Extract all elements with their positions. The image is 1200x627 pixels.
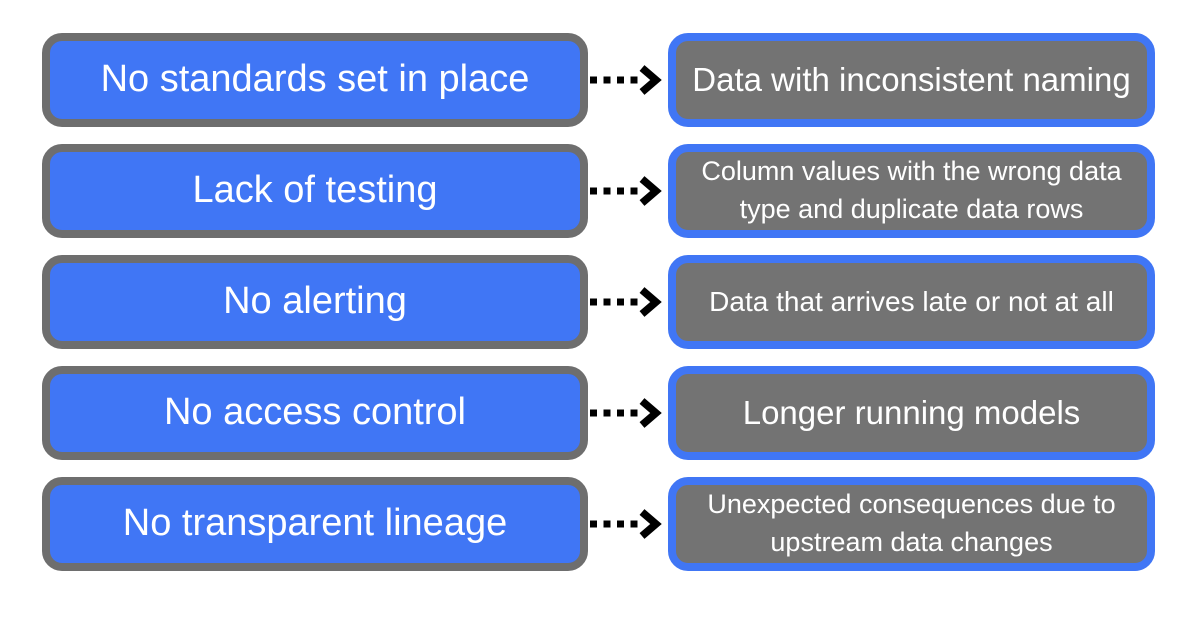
cause-box: No access control xyxy=(42,366,588,460)
cause-box: No alerting xyxy=(42,255,588,349)
dotted-arrow-icon xyxy=(588,33,668,127)
effect-box: Data that arrives late or not at all xyxy=(668,255,1155,349)
mapping-row: No alerting Data that arrives late or no… xyxy=(42,255,1200,349)
cause-label: Lack of testing xyxy=(192,169,438,212)
effect-label-line: Column values with the wrong data xyxy=(701,156,1122,187)
effect-box: Data with inconsistent naming xyxy=(668,33,1155,127)
effect-label-line: type and duplicate data rows xyxy=(739,194,1084,224)
cause-label: No standards set in place xyxy=(100,58,530,101)
dotted-arrow-icon xyxy=(588,255,668,349)
effect-box: Column values with the wrong data type a… xyxy=(668,144,1155,238)
cause-box: No transparent lineage xyxy=(42,477,588,571)
mapping-row: No access control Longer running models xyxy=(42,366,1200,460)
effect-label-line: Unexpected consequences due to xyxy=(707,489,1116,520)
cause-label: No alerting xyxy=(223,280,407,323)
effect-label-line: Longer running models xyxy=(742,393,1081,431)
dotted-arrow-icon xyxy=(588,366,668,460)
effect-label-line: Data with inconsistent naming xyxy=(692,60,1131,98)
dotted-arrow-icon xyxy=(588,477,668,571)
cause-box: No standards set in place xyxy=(42,33,588,127)
mapping-row: Lack of testing Column values with the w… xyxy=(42,144,1200,238)
effect-label-line: upstream data changes xyxy=(770,527,1053,557)
cause-label: No transparent lineage xyxy=(122,502,508,545)
cause-box: Lack of testing xyxy=(42,144,588,238)
mapping-row: No transparent lineage Unexpected conseq… xyxy=(42,477,1200,571)
effect-label-line: Data that arrives late or not at all xyxy=(709,286,1114,318)
dotted-arrow-icon xyxy=(588,144,668,238)
mapping-row: No standards set in place Data with inco… xyxy=(42,33,1200,127)
effect-box: Unexpected consequences due to upstream … xyxy=(668,477,1155,571)
cause-label: No access control xyxy=(163,391,466,434)
effect-box: Longer running models xyxy=(668,366,1155,460)
